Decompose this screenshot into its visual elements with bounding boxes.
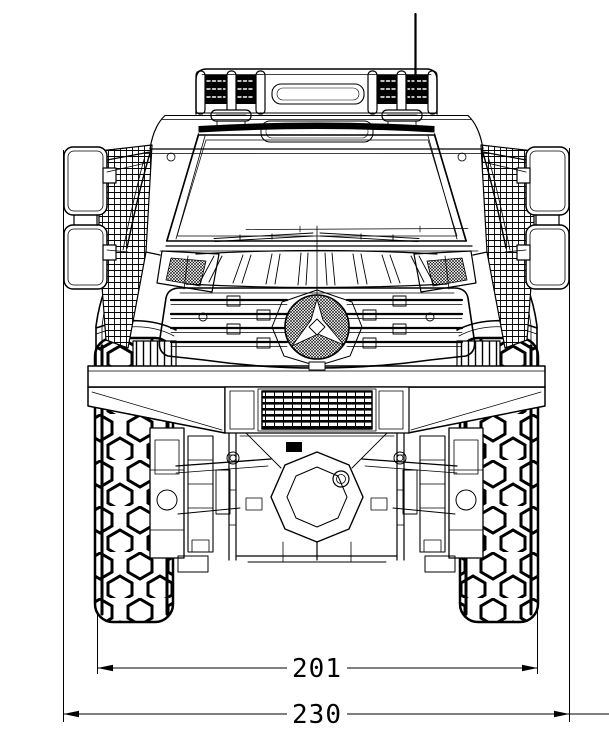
arrowhead-icon [522, 664, 538, 672]
front-axle-differential [236, 442, 398, 563]
intercooler-mesh [261, 390, 373, 430]
front-bumper [87, 365, 546, 437]
dimension-230-label: 230 [292, 700, 342, 730]
arrowhead-icon [63, 710, 79, 718]
dimension-201-label: 201 [292, 654, 342, 684]
frame-rail [228, 432, 237, 561]
vehicle-left-half [63, 70, 314, 624]
roof-light-pods [195, 70, 266, 115]
windshield-wiper [213, 232, 314, 242]
mirror-housing-lower [63, 224, 108, 290]
hood-cowl [159, 225, 479, 296]
brand-star-emblem [271, 289, 363, 371]
dimension-230: 230 [63, 148, 609, 730]
arrowhead-icon [97, 664, 113, 672]
grille-slats [169, 298, 464, 347]
windshield [166, 122, 467, 242]
mirror-assembly [63, 146, 151, 290]
suspension-detail [149, 427, 282, 573]
cab-roof [144, 114, 489, 154]
radiator-grille [158, 287, 476, 371]
headlight [156, 250, 220, 293]
roof-rack [195, 68, 438, 115]
antenna [410, 12, 421, 101]
roof-handle [210, 109, 252, 126]
hood-vent-slats [199, 252, 309, 286]
arrowhead-icon [554, 710, 570, 718]
dimension-annotations: 201 230 [63, 148, 609, 730]
grille-clips [198, 295, 271, 349]
mirror-housing-upper [63, 146, 108, 216]
dimension-201: 201 [97, 560, 538, 684]
